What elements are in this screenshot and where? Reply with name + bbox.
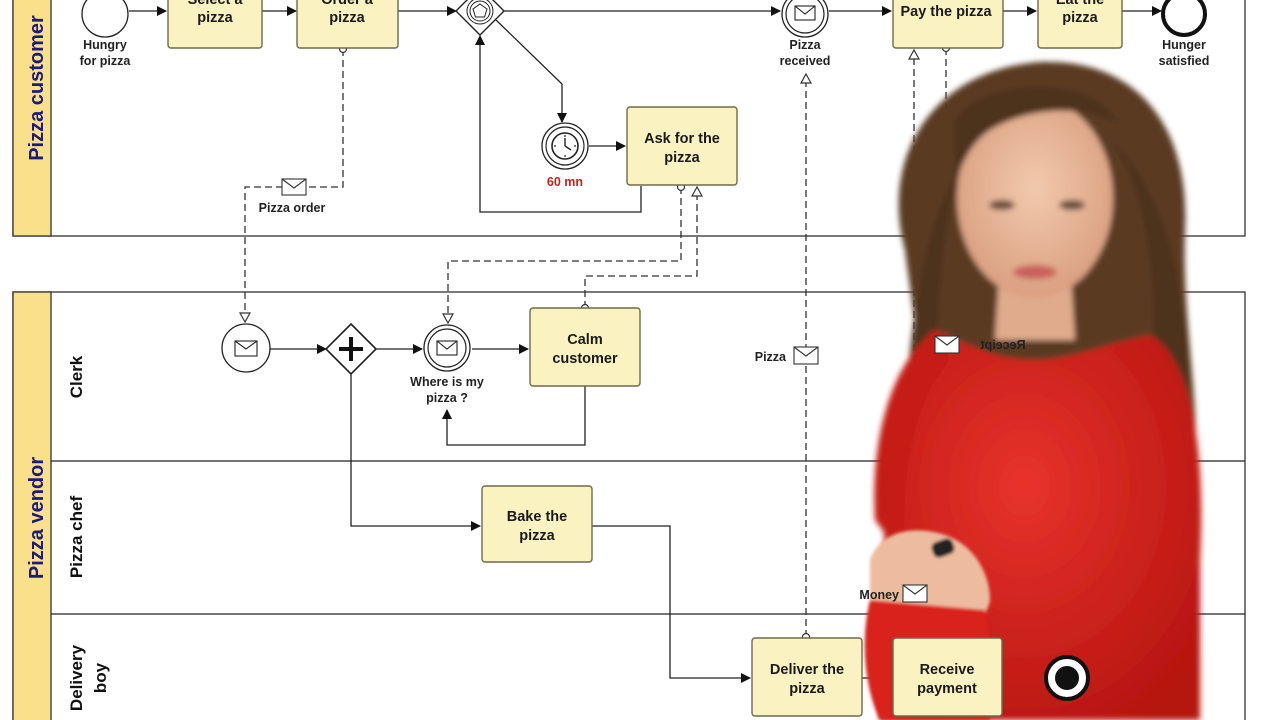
envelope-icon — [234, 340, 258, 357]
intermediate-event-where-is-pizza — [423, 324, 471, 372]
pool-title-vendor: Pizza vendor — [26, 457, 48, 579]
envelope-icon — [793, 346, 819, 365]
message-pizza-order: Pizza order — [259, 178, 326, 215]
envelope-icon — [281, 178, 307, 196]
start-event-message-clerk — [221, 323, 271, 373]
envelope-icon — [934, 335, 960, 354]
pool-header-vendor — [12, 291, 52, 720]
start-event-hungry — [81, 0, 129, 38]
svg-text:Pay the pizza: Pay the pizza — [900, 4, 992, 20]
lane-title-pizza-chef: Pizza chef — [67, 496, 86, 579]
pool-title-customer: Pizza customer — [26, 15, 48, 161]
end-event-hunger-satisfied — [1161, 0, 1207, 37]
timer-label: 60 mn — [547, 175, 583, 189]
clock-icon — [551, 132, 579, 160]
message-money: Money — [859, 584, 928, 603]
lane-title-clerk: Clerk — [67, 355, 86, 398]
envelope-icon — [902, 584, 928, 603]
parallel-gateway — [324, 322, 378, 376]
envelope-icon — [794, 5, 816, 21]
intermediate-event-pizza-received — [781, 0, 829, 38]
svg-text:Money: Money — [859, 588, 899, 602]
task-pay-pizza: Pay the pizza — [892, 0, 1004, 49]
svg-text:Receipt: Receipt — [980, 338, 1026, 352]
svg-text:Pizza: Pizza — [755, 350, 787, 364]
pool-header-customer — [12, 0, 52, 237]
event-based-gateway — [455, 0, 505, 36]
end-event-vendor — [1044, 655, 1090, 701]
woman-photo-overlay — [864, 61, 1202, 720]
envelope-icon — [436, 340, 458, 356]
message-receipt: Receipt — [934, 335, 1026, 354]
message-pizza: Pizza — [755, 346, 819, 365]
timer-event-60mn — [541, 122, 589, 170]
svg-text:Pizza order: Pizza order — [259, 201, 326, 215]
